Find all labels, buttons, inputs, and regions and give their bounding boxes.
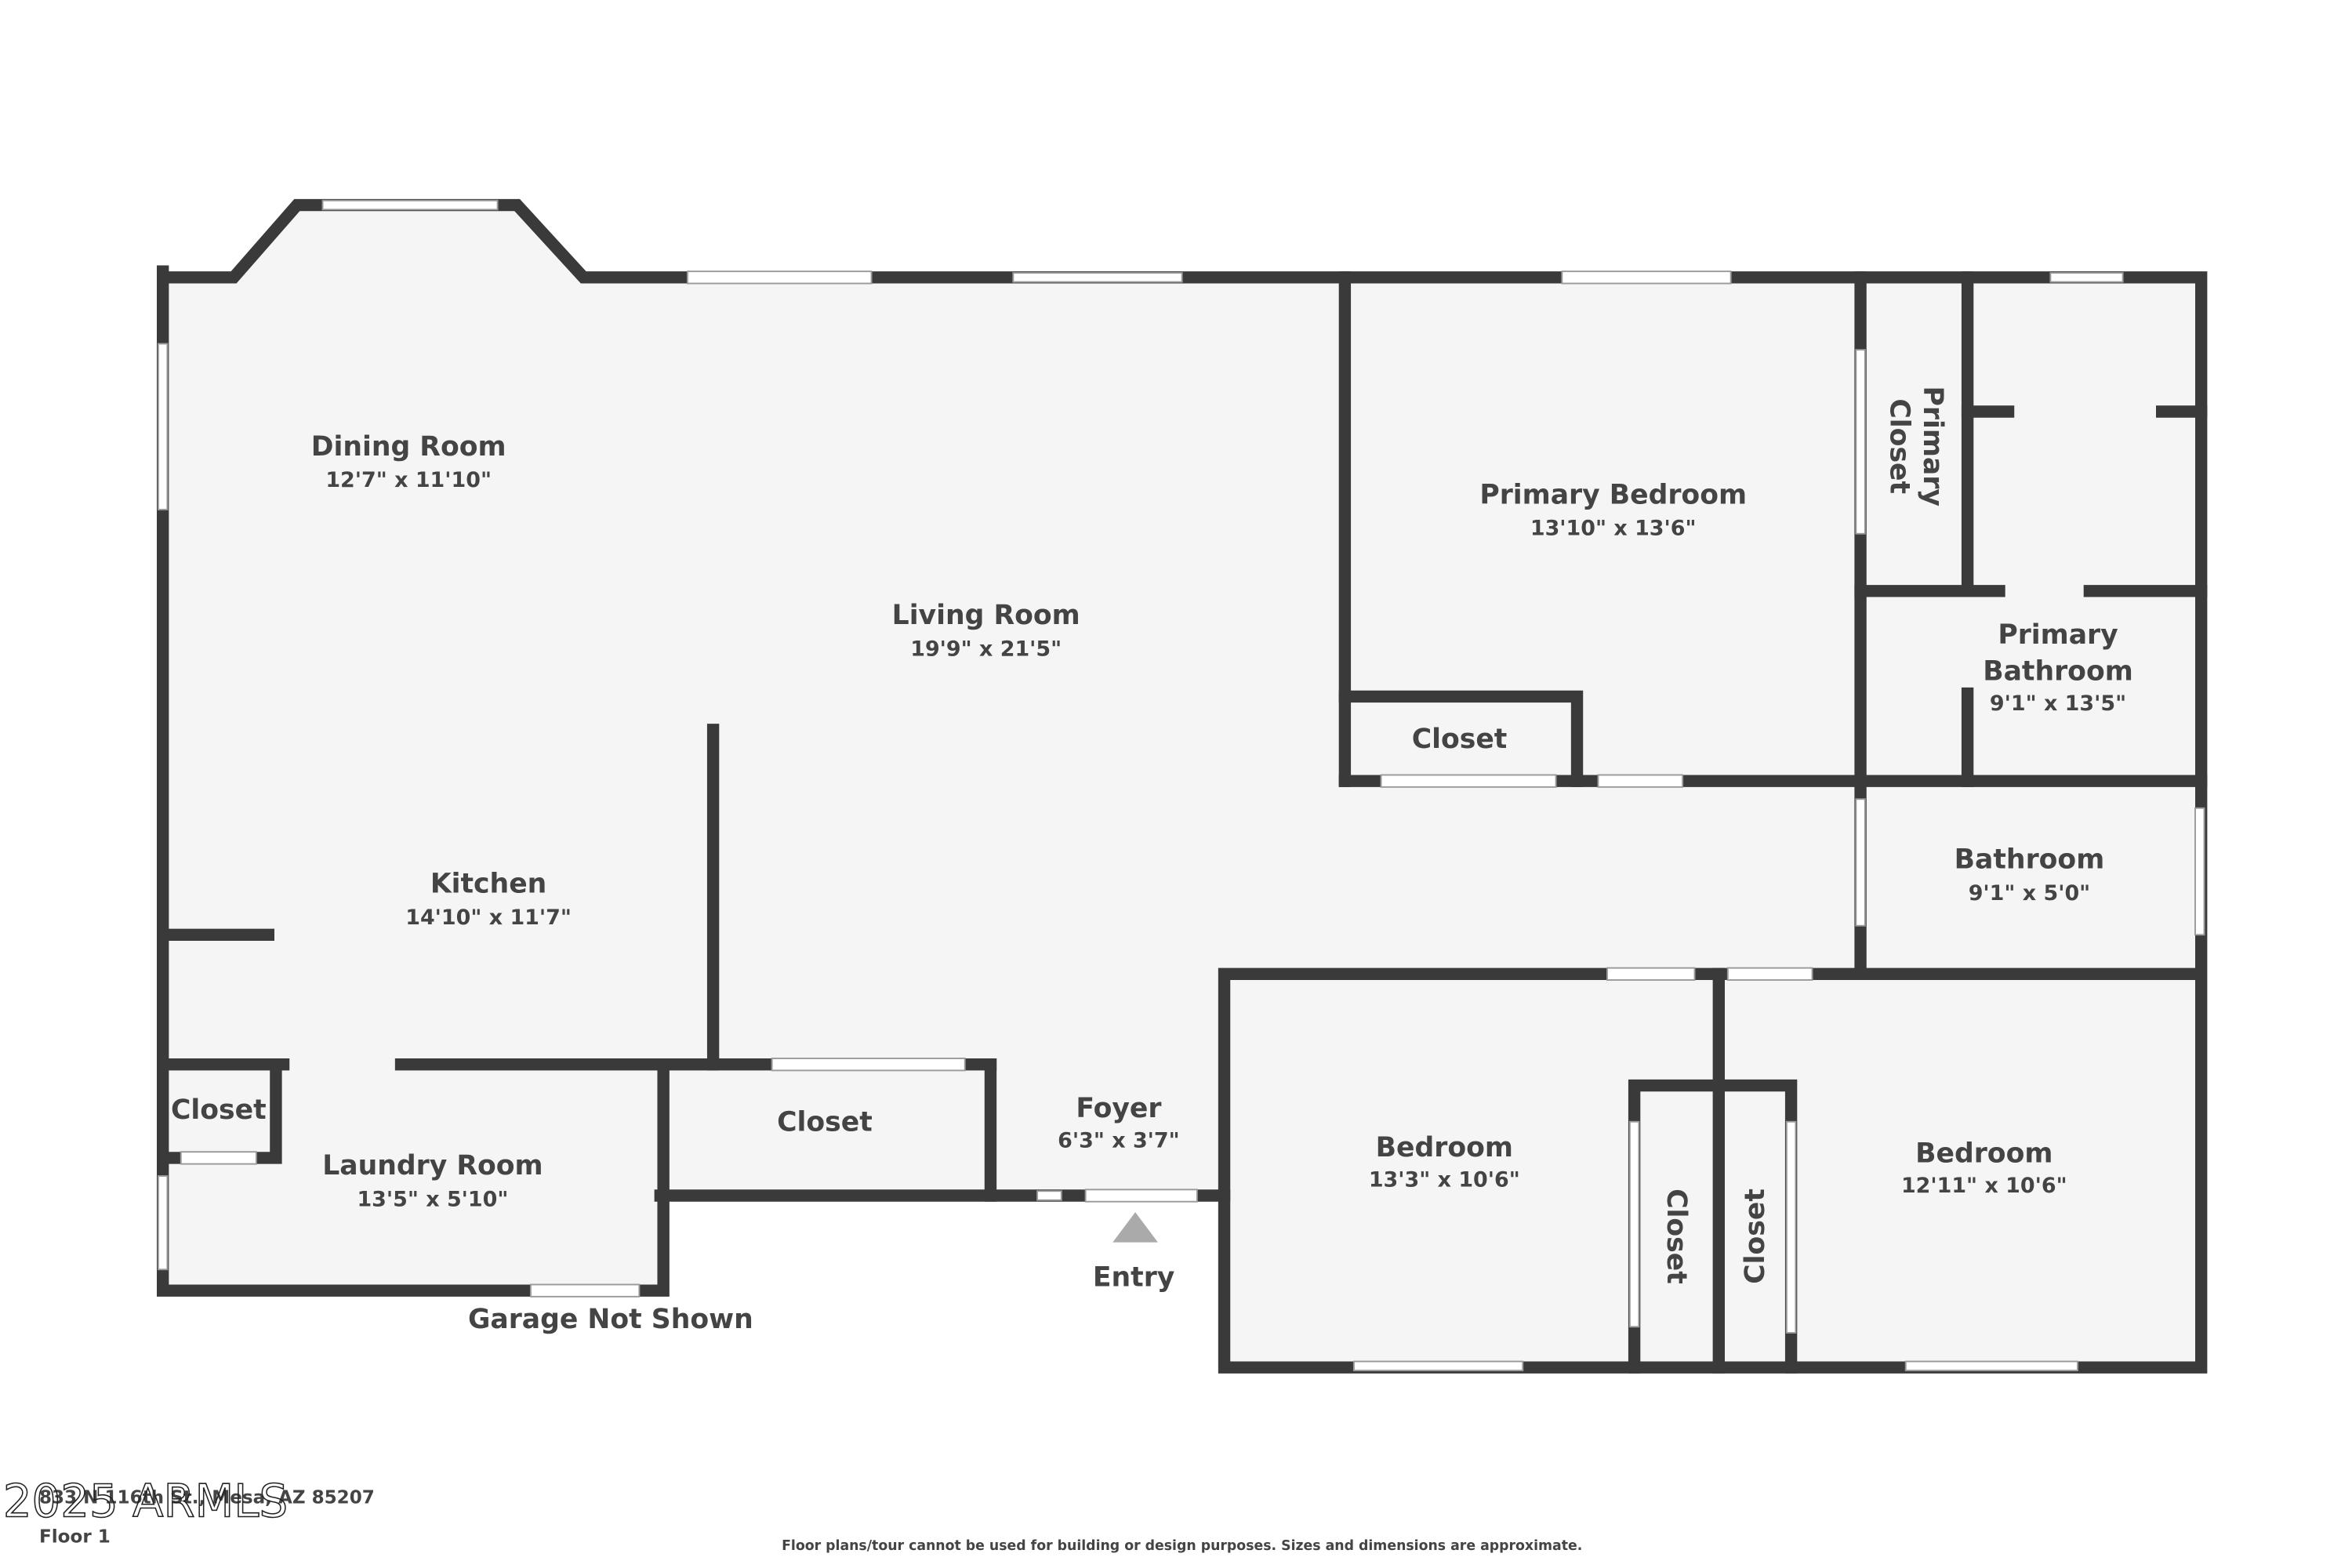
room-name: Closet [777,1106,873,1138]
floor-label: Floor 1 [39,1526,111,1547]
room-name: Dining Room [311,431,506,463]
room-name: Bathroom [1983,655,2133,687]
entry-arrow-icon [1112,1212,1158,1243]
room-name: Primary Bedroom [1479,479,1747,510]
room-name: Closet [1740,1189,1771,1284]
room-dimensions: 13'5" x 5'10" [357,1187,508,1211]
watermark: 2025 ARMLS [3,1475,288,1528]
room-name: Closet [1884,398,1915,494]
windows [157,199,2205,1372]
room-name: Closet [1661,1189,1692,1284]
room-dimensions: 19'9" x 21'5" [910,637,1062,662]
room-name: Laundry Room [322,1150,543,1181]
room-dimensions: 9'1" x 5'0" [1969,881,2091,906]
entry-label: Entry [1093,1261,1174,1293]
room-dimensions: 13'10" x 13'6" [1530,517,1697,541]
room-dimensions: 12'11" x 10'6" [1901,1174,2067,1198]
room-name: Kitchen [430,868,547,899]
room-name: Primary [1998,619,2118,651]
room-name: Primary [1917,387,1948,506]
disclaimer: Floor plans/tour cannot be used for buil… [782,1538,1582,1554]
room-dimensions: 14'10" x 11'7" [405,906,572,930]
address: 833 N 116th St., Mesa, AZ 85207 [39,1487,375,1508]
room-dimensions: 13'3" x 10'6" [1369,1167,1520,1192]
room-name: Foyer [1076,1093,1161,1124]
room-name: Closet [171,1094,267,1126]
room-dimensions: 9'1" x 13'5" [1990,691,2126,716]
room-dimensions: 12'7" x 11'10" [325,468,492,492]
room-name: Bedroom [1915,1138,2053,1170]
room-name: Bathroom [1955,844,2105,876]
room-name: Bedroom [1376,1132,1513,1163]
room-name: Living Room [892,600,1080,631]
room-dimensions: 6'3" x 3'7" [1058,1128,1180,1152]
room-name: Closet [1412,724,1508,755]
garage-note: Garage Not Shown [468,1304,753,1335]
